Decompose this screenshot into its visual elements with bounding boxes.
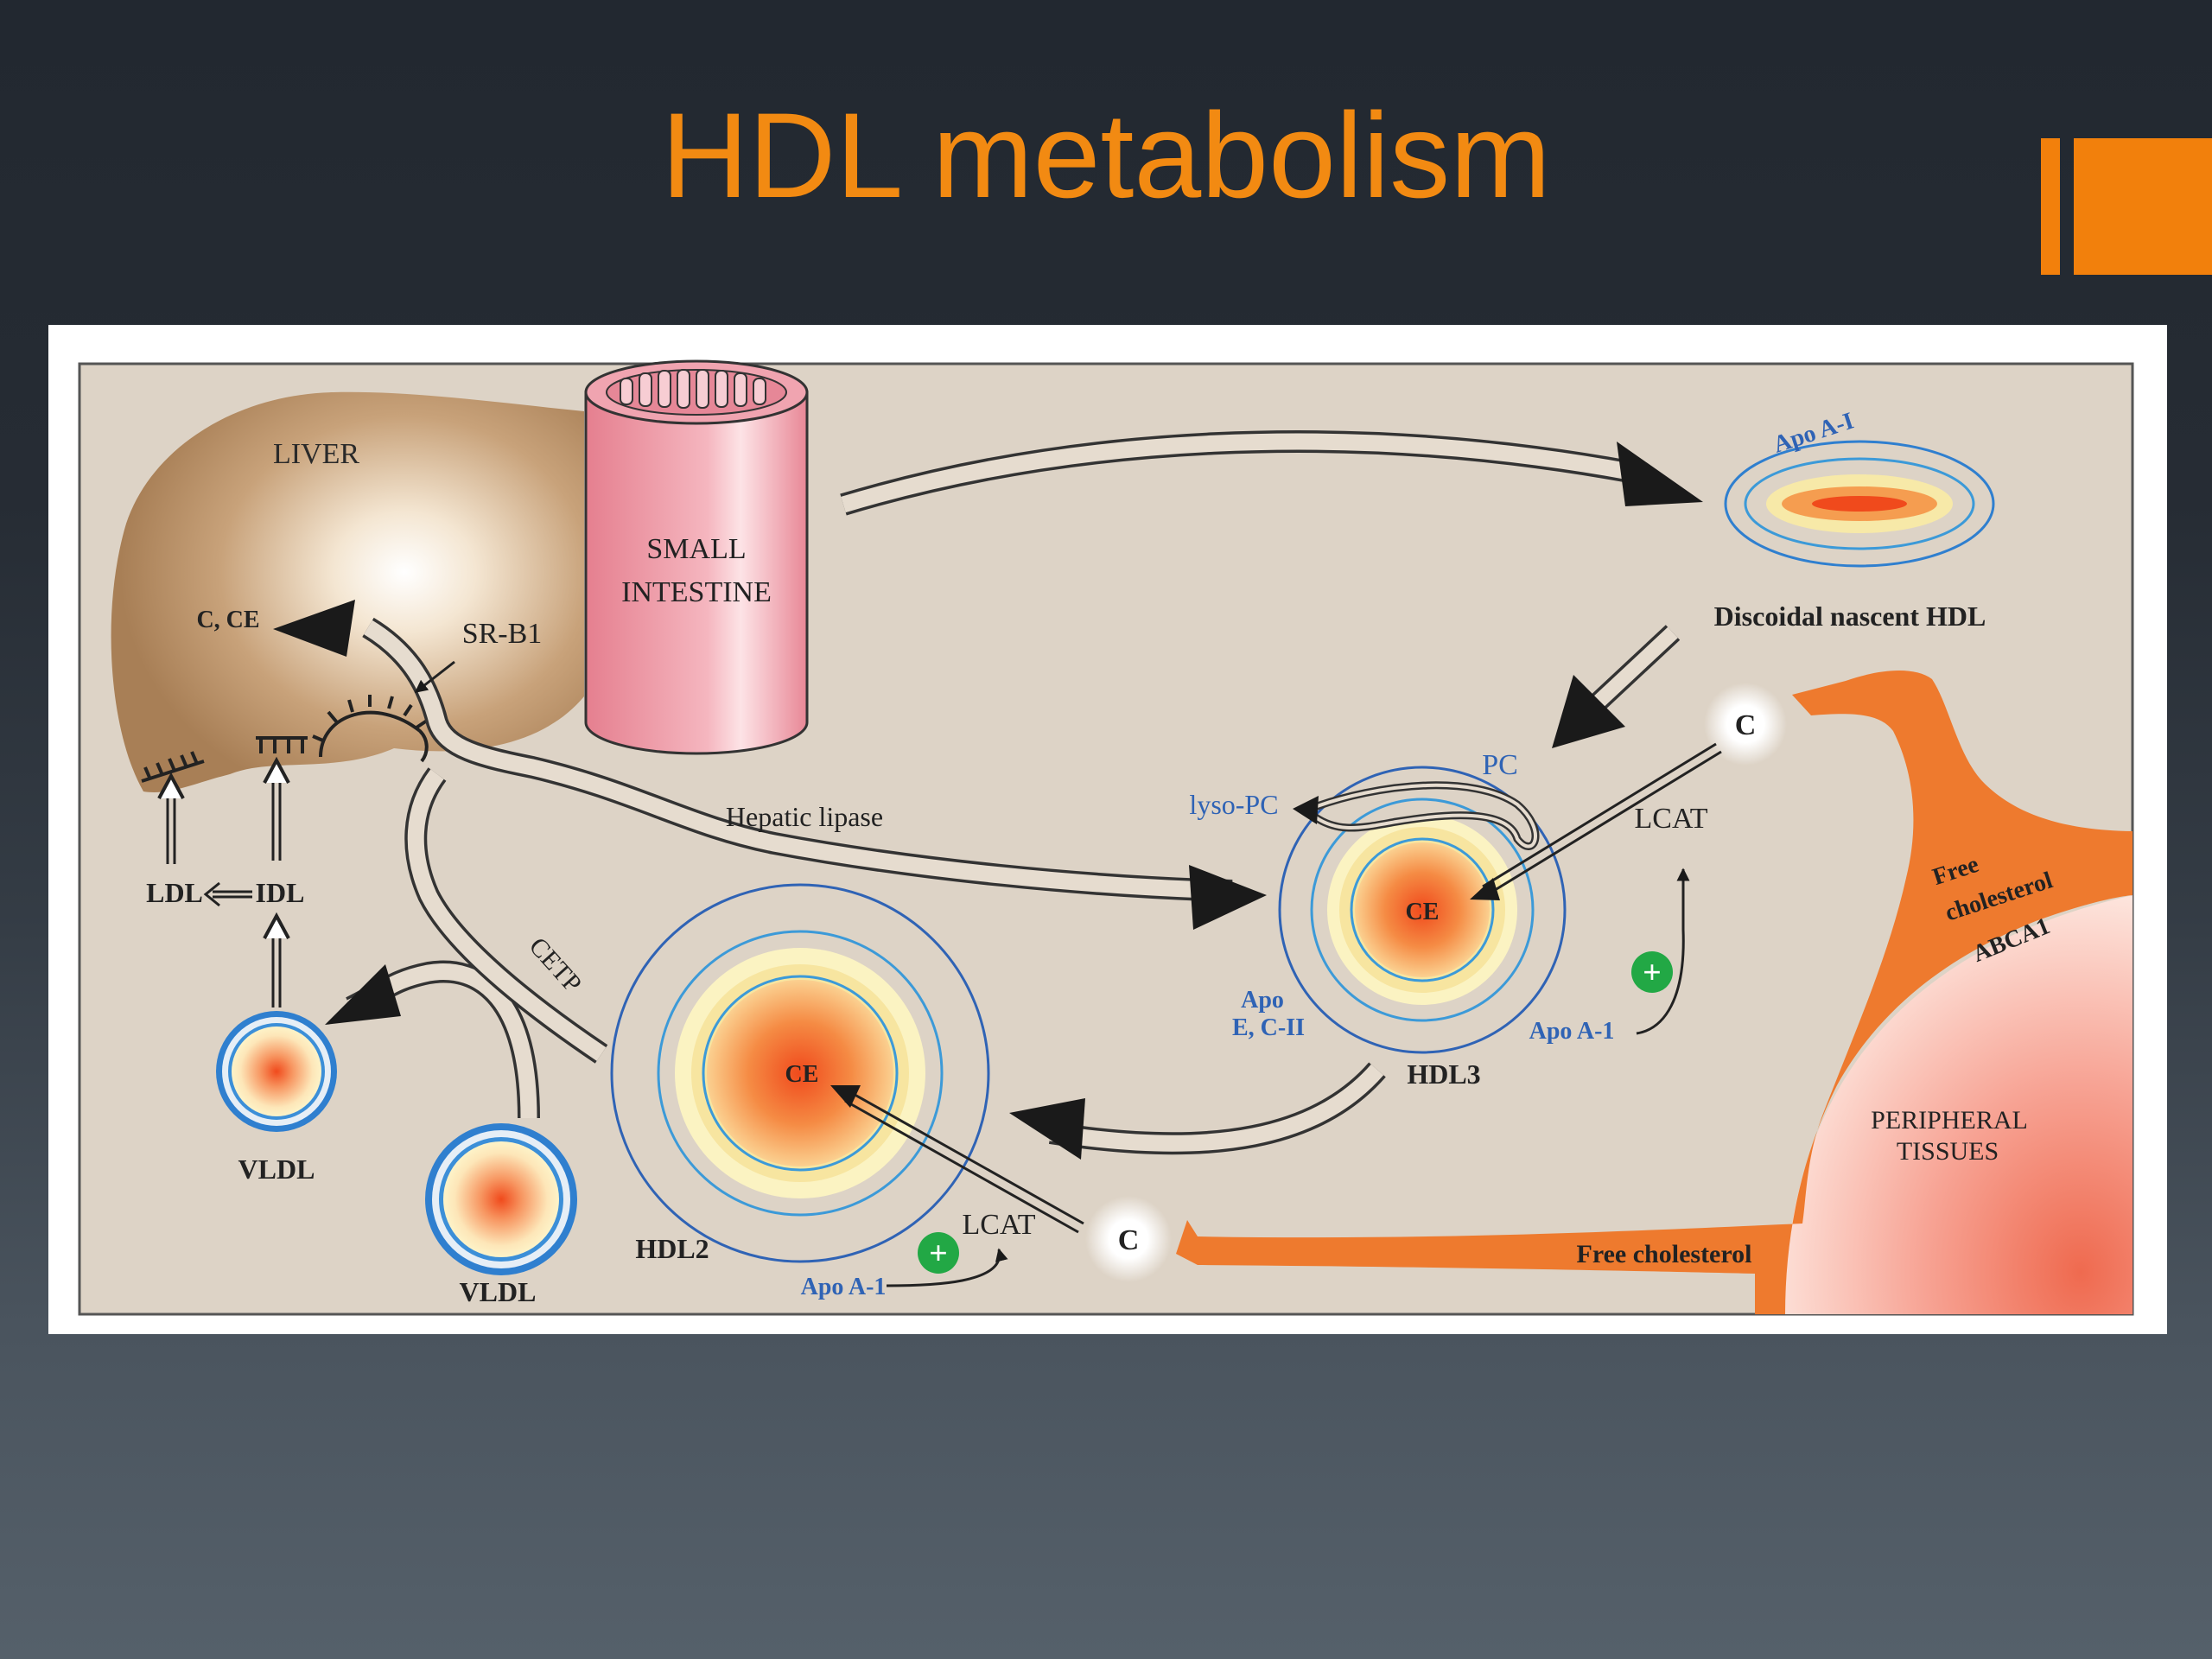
lyso-pc-label: lyso-PC xyxy=(1189,789,1278,820)
hepatic-lipase-label: Hepatic lipase xyxy=(726,801,883,832)
svg-text:+: + xyxy=(929,1236,948,1272)
idl-to-ldl-arrow xyxy=(203,881,252,907)
c-top-label: C xyxy=(1735,709,1757,741)
vldl-bottom-particle xyxy=(425,1123,577,1275)
accent-bar-thin xyxy=(2041,138,2060,275)
sr-b1-pointer xyxy=(414,660,455,694)
small-intestine xyxy=(584,359,809,755)
ce-hdl3-label: CE xyxy=(1406,899,1440,925)
apo-a1-hdl2-label: Apo A-1 xyxy=(801,1274,887,1300)
accent-bar-block xyxy=(2074,138,2212,275)
hdl2-particle xyxy=(610,883,990,1263)
idl-label: IDL xyxy=(256,877,305,908)
c-to-ce-hdl2-arrowhead xyxy=(830,1085,861,1108)
hdl3-label: HDL3 xyxy=(1407,1058,1480,1090)
c-to-ce-hdl3-arrow xyxy=(1482,742,1722,896)
vldl-left-particle xyxy=(216,1011,337,1132)
lcat-hdl3-activation-arrow xyxy=(1636,868,1690,1035)
c-to-ce-hdl3-arrowhead xyxy=(1470,878,1500,900)
liver-shape xyxy=(111,391,585,792)
apo-e-c2-label-1: Apo xyxy=(1241,987,1284,1014)
small-intestine-label-2: INTESTINE xyxy=(621,576,772,608)
up-arrows-ldl-idl xyxy=(157,756,290,1007)
lcat-hdl3-label: LCAT xyxy=(1635,803,1708,835)
c-to-ce-hdl2-arrow xyxy=(844,1090,1084,1234)
vldl-bottom-label: VLDL xyxy=(460,1276,537,1307)
liver-uptake-arrowhead xyxy=(273,600,355,657)
slide-title: HDL metabolism xyxy=(661,87,1551,223)
lcat-hdl2-plus-icon: + xyxy=(918,1232,959,1274)
liver-receptors xyxy=(141,695,429,783)
free-cholesterol-bottom-label: Free cholesterol xyxy=(1577,1240,1752,1268)
ce-hdl2-label: CE xyxy=(785,1061,819,1088)
discoidal-label: Discoidal nascent HDL xyxy=(1714,601,1986,632)
sr-b1-label: SR-B1 xyxy=(462,618,543,650)
small-intestine-label-1: SMALL xyxy=(646,533,746,565)
peripheral-tissues-label-1: PERIPHERAL xyxy=(1871,1106,2028,1135)
nascent-to-hdl3-arrowhead xyxy=(1552,675,1625,748)
lcat-hdl2-label: LCAT xyxy=(963,1209,1036,1241)
discoidal-nascent-hdl xyxy=(1724,440,1995,568)
liver-label: LIVER xyxy=(273,438,359,470)
apo-a1-hdl3-label: Apo A-1 xyxy=(1529,1018,1615,1045)
figure-panel: LIVER C, CE LDL IDL VLDL VLDL xyxy=(48,325,2167,1334)
lyso-pc-arrowhead xyxy=(1293,796,1319,824)
intestine-output-arrowhead xyxy=(1617,442,1703,506)
hdl3-to-hdl2-arrowhead xyxy=(1009,1098,1085,1160)
peripheral-tissue xyxy=(1785,895,2133,1314)
c-ce-liver-label: C, CE xyxy=(196,607,259,633)
lcat-hdl2-activation-arrow xyxy=(886,1248,1008,1287)
vldl-transfer-arrowhead xyxy=(325,964,401,1025)
free-cholesterol-flow xyxy=(1176,671,2133,1314)
svg-text:+: + xyxy=(1643,955,1662,991)
hdl3-particle xyxy=(1278,766,1567,1054)
pc-label: PC xyxy=(1482,749,1518,781)
c-bottom-label: C xyxy=(1118,1224,1140,1256)
c-top-glow xyxy=(1704,683,1787,766)
ldl-label: LDL xyxy=(146,877,203,908)
peripheral-tissues-label-2: TISSUES xyxy=(1897,1137,1999,1166)
c-bottom-glow xyxy=(1085,1196,1172,1282)
hepatic-lipase-arrowhead xyxy=(1189,865,1267,930)
apo-e-c2-label-2: E, C-II xyxy=(1232,1014,1305,1041)
hdl2-label: HDL2 xyxy=(635,1233,709,1264)
lcat-hdl3-plus-icon: + xyxy=(1631,951,1673,993)
hdl-metabolism-diagram: LIVER C, CE LDL IDL VLDL VLDL xyxy=(78,359,2134,1316)
vldl-left-label: VLDL xyxy=(238,1154,315,1185)
